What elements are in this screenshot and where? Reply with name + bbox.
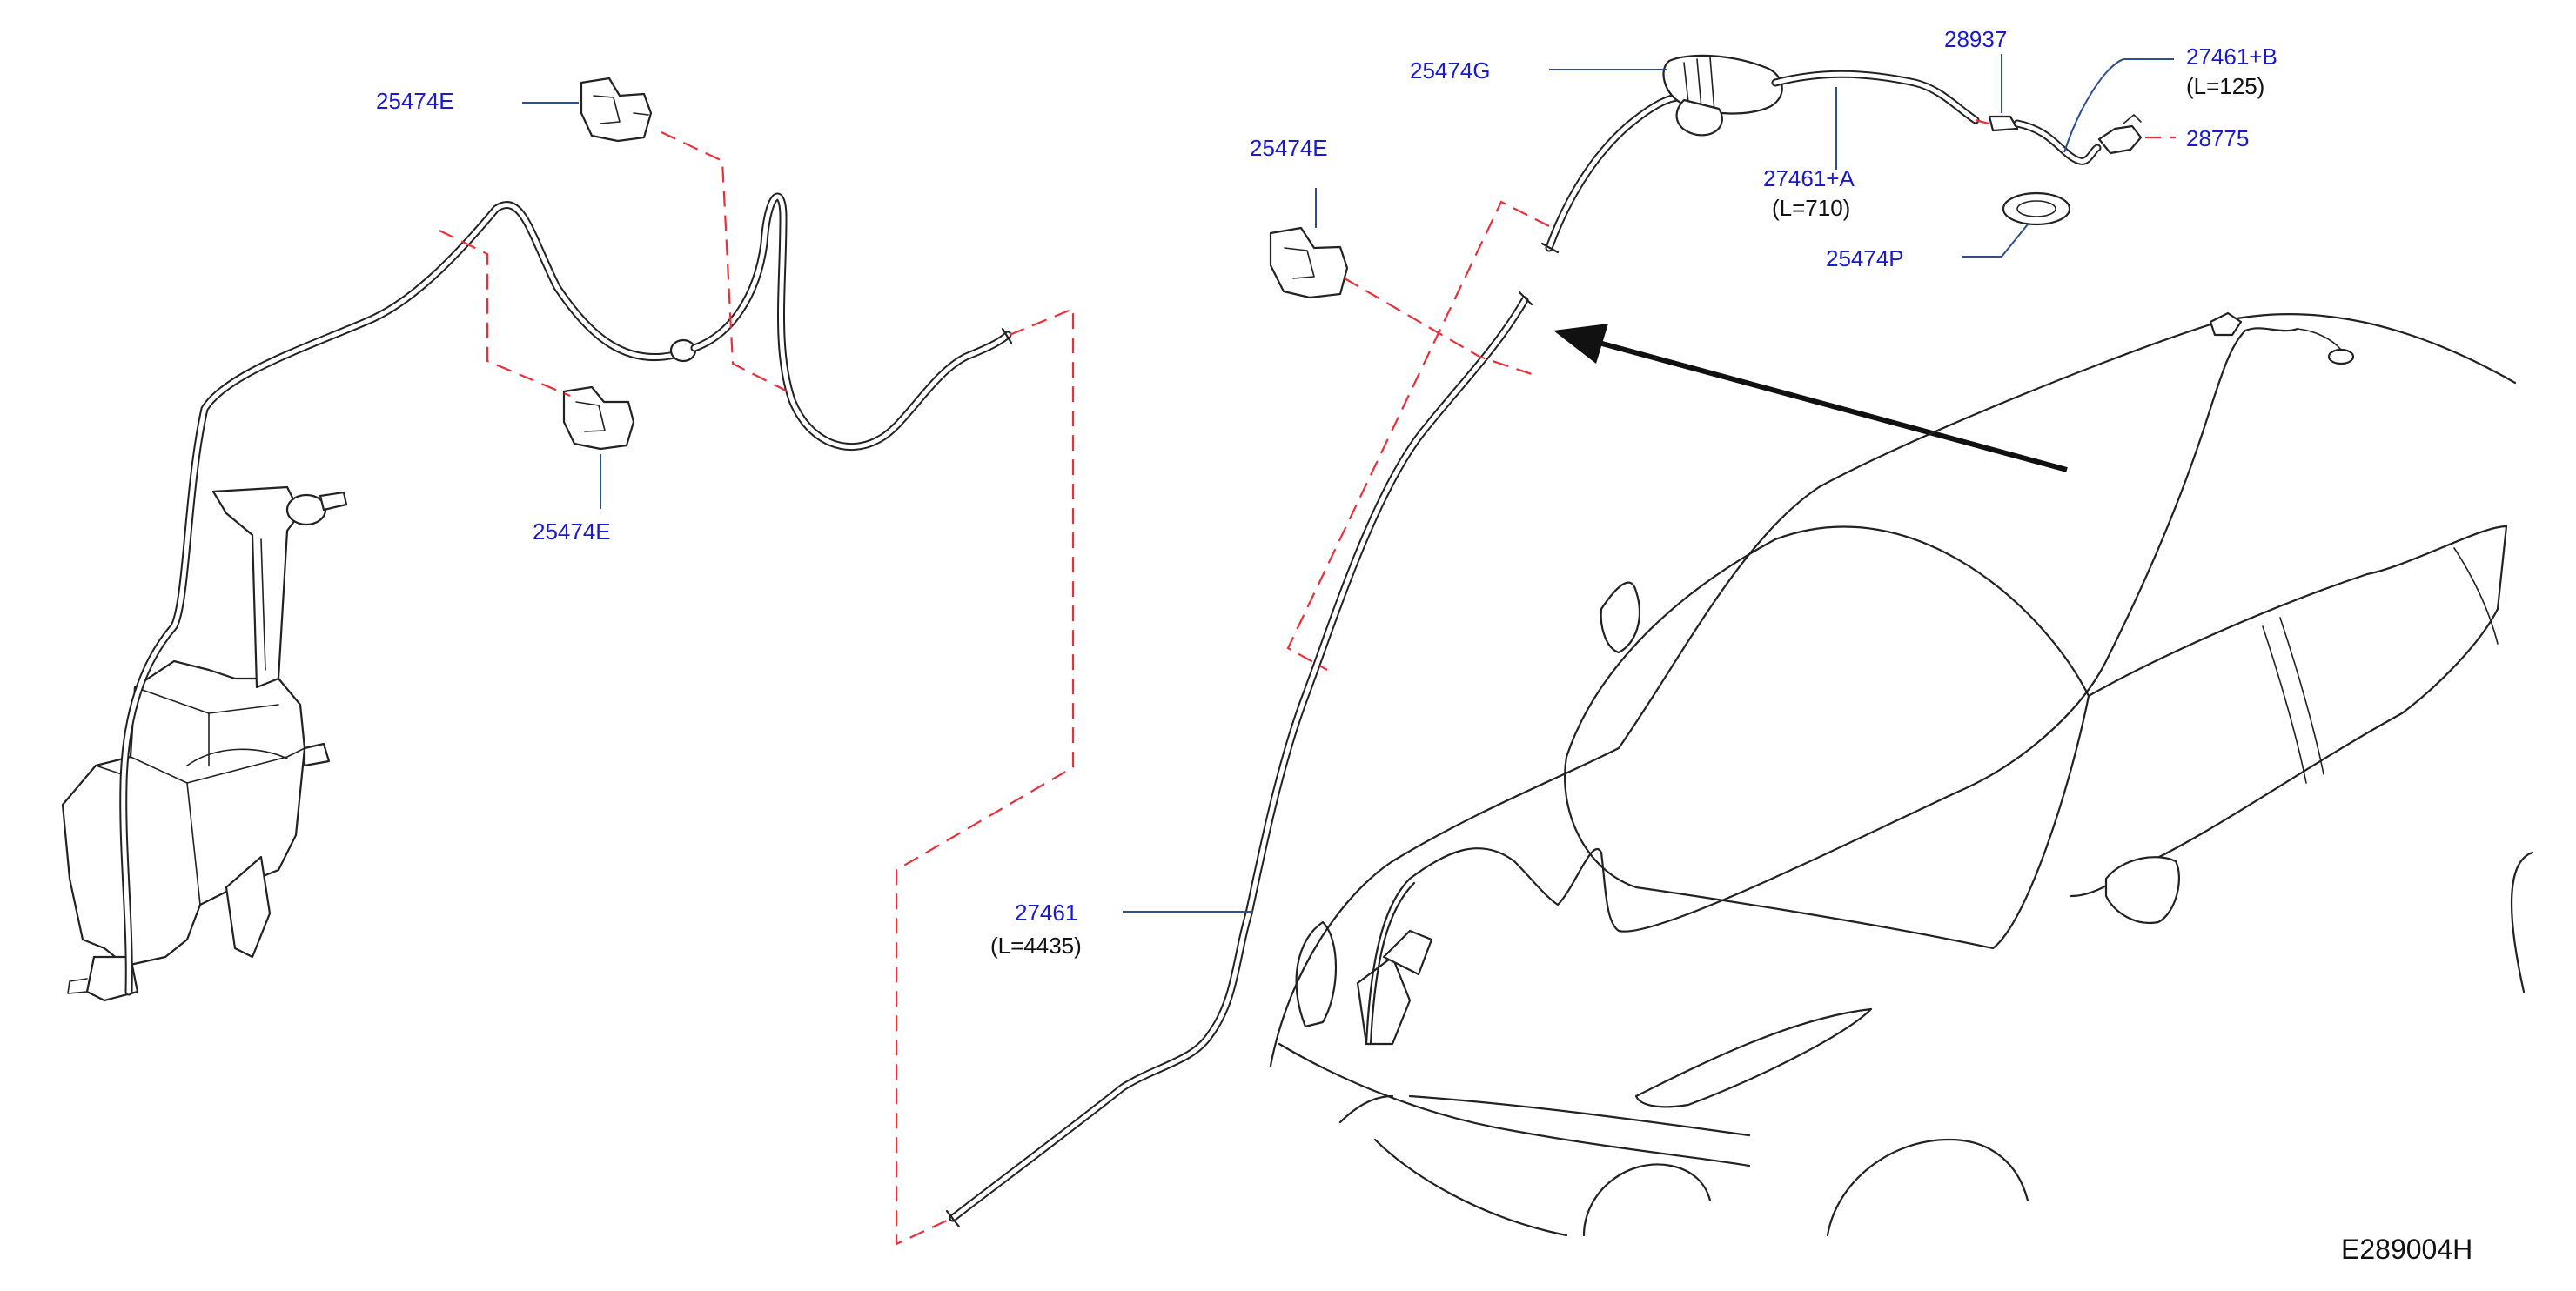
label-25474e-mid-left: 25474E <box>533 518 611 545</box>
label-27461-length: (L=4435) <box>990 933 1082 959</box>
label-25474g: 25474G <box>1410 57 1491 84</box>
leader-lines <box>522 54 2174 913</box>
dashed-callout-right-a <box>1344 278 1533 376</box>
clip-25474e-mid-left <box>562 385 635 451</box>
label-25474e-top-left: 25474E <box>376 88 454 114</box>
label-27461-b: 27461+B <box>2186 43 2277 70</box>
clip-25474e-right <box>1269 226 1349 299</box>
filler-neck <box>211 485 302 689</box>
label-28775: 28775 <box>2186 125 2250 151</box>
drawing-code: E289004H <box>2341 1234 2473 1265</box>
label-25474e-right: 25474E <box>1250 135 1328 161</box>
label-25474p: 25474P <box>1826 245 1904 271</box>
washer-tank-assembly <box>61 192 1013 1002</box>
label-27461-a: 27461+A <box>1763 165 1855 191</box>
dashed-callout-left-b <box>439 230 571 398</box>
nozzle-28775 <box>2097 114 2143 155</box>
dashed-callout-right-b <box>1286 200 1550 671</box>
washer-pump <box>85 955 139 1002</box>
connector-28937 <box>1988 115 2019 132</box>
clip-25474e-top-left <box>580 77 653 143</box>
label-28937: 28937 <box>1944 26 2008 52</box>
dashed-callout-left-a <box>661 131 788 392</box>
dashed-callout-big <box>895 307 1075 1246</box>
grommet-25474p <box>2002 191 2071 226</box>
label-27461-a-length: (L=710) <box>1772 195 1851 221</box>
label-27461: 27461 <box>1015 900 1078 926</box>
main-hose-27461 <box>945 291 1533 1228</box>
washer-tank <box>61 659 306 967</box>
direction-arrow <box>1553 324 2068 472</box>
label-27461-b-length: (L=125) <box>2186 73 2265 99</box>
grommet-25474g <box>1662 54 1783 137</box>
vehicle-outline <box>1269 311 2534 1237</box>
